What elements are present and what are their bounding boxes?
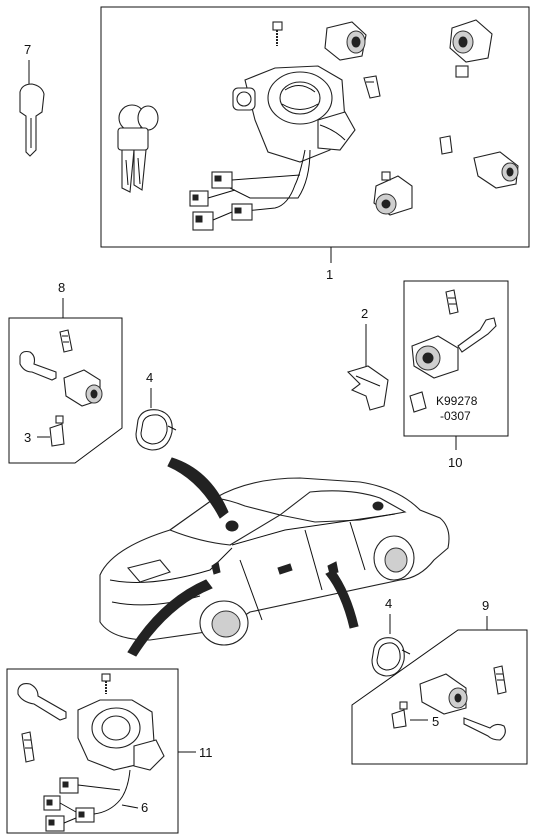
lock-part-2: 2 bbox=[346, 306, 389, 411]
gasket-part-4b: 4 bbox=[371, 596, 411, 677]
callout-3: 3 bbox=[24, 430, 31, 445]
key-set-part bbox=[117, 104, 159, 193]
clip-part-b bbox=[439, 135, 453, 155]
callout-7: 7 bbox=[24, 42, 31, 57]
callout-5: 5 bbox=[432, 714, 439, 729]
connector-parts bbox=[189, 171, 301, 231]
callout-1: 1 bbox=[326, 267, 333, 282]
car-illustration bbox=[99, 457, 450, 657]
callout-4a: 4 bbox=[146, 370, 153, 385]
gasket-part-4a: 4 bbox=[135, 370, 177, 451]
callout-9: 9 bbox=[482, 598, 489, 613]
part-code-line1: K99278 bbox=[436, 394, 478, 408]
callout-2: 2 bbox=[361, 306, 368, 321]
callout-6: 6 bbox=[141, 800, 148, 815]
callout-10: 10 bbox=[448, 455, 462, 470]
assembly-box-1: 1 bbox=[100, 6, 530, 282]
callout-4b: 4 bbox=[385, 596, 392, 611]
clip-part-a bbox=[363, 75, 381, 99]
key-part-7: 7 bbox=[19, 42, 45, 157]
part-code-line2: -0307 bbox=[440, 409, 471, 423]
cylinder-part-a bbox=[324, 21, 367, 61]
assembly-box-10: 10 K99278 -0307 bbox=[403, 280, 509, 470]
cylinder-part-d bbox=[373, 171, 413, 216]
assembly-box-9: 9 5 bbox=[351, 598, 528, 765]
assembly-box-8: 8 3 bbox=[8, 280, 123, 464]
ignition-switch-part bbox=[229, 65, 356, 213]
cylinder-part-b bbox=[449, 19, 493, 78]
cylinder-part-c bbox=[473, 151, 519, 189]
assembly-box-11: 11 6 bbox=[6, 668, 213, 834]
screw-part bbox=[272, 21, 283, 46]
callout-8: 8 bbox=[58, 280, 65, 295]
callout-11: 11 bbox=[199, 745, 213, 760]
